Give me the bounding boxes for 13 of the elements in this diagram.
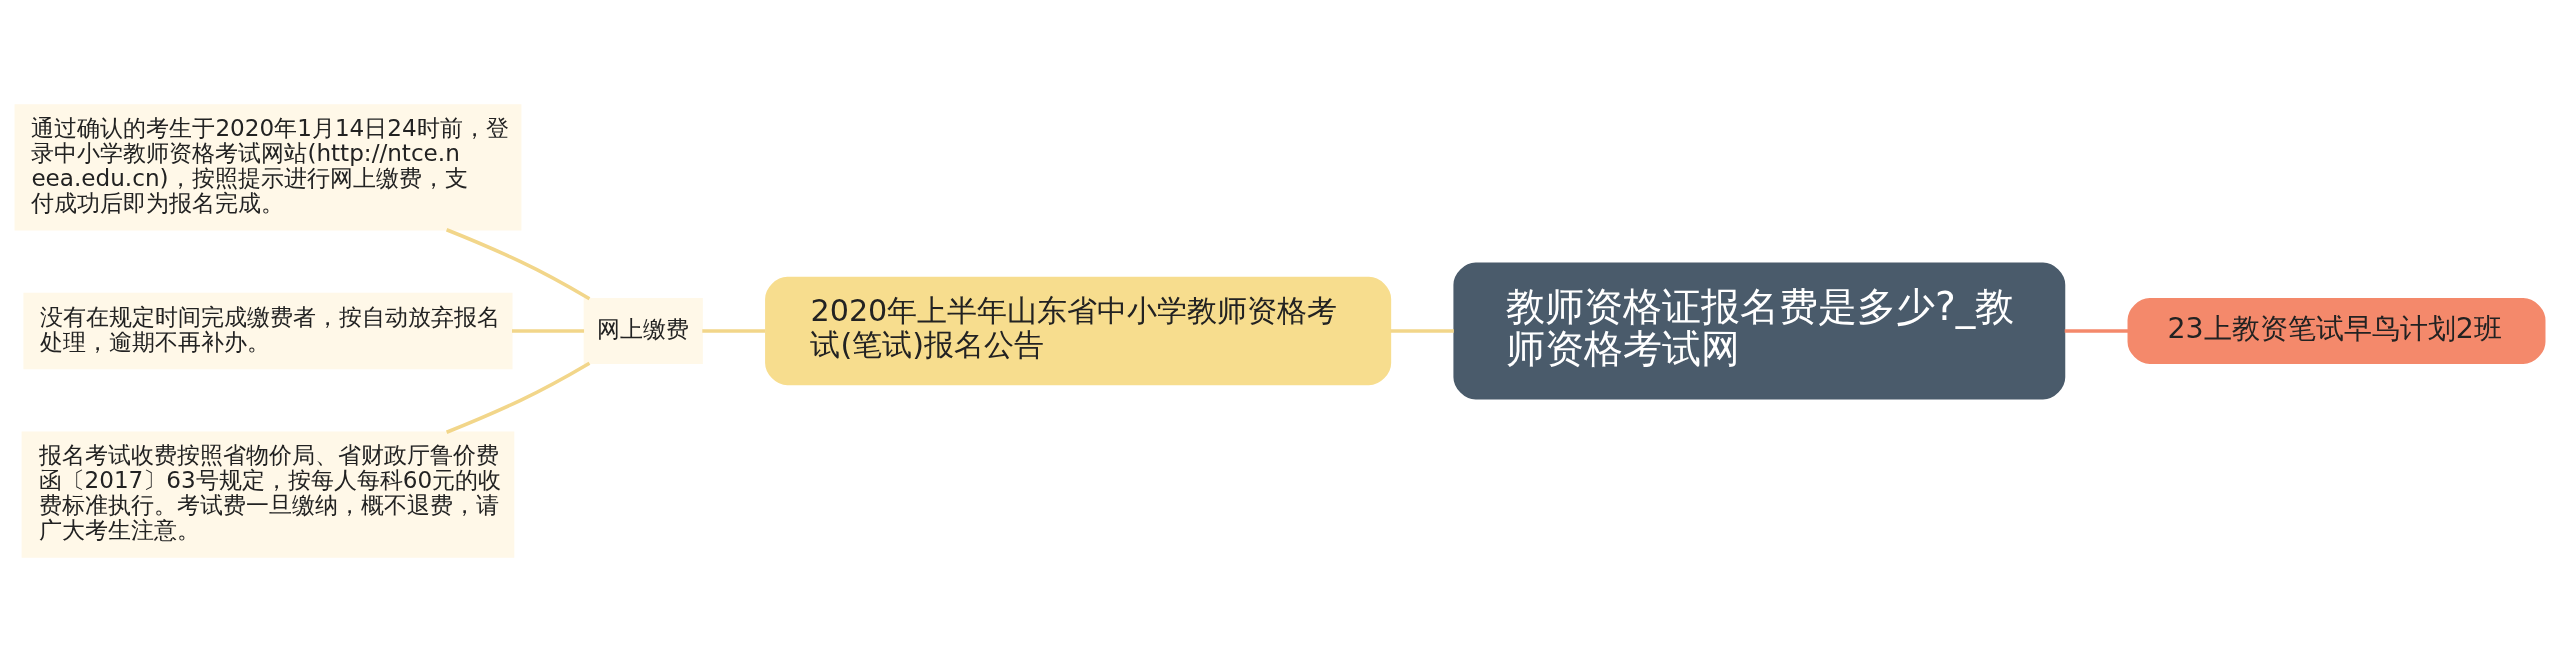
node-box: 2020年上半年山东省中小学教师资格考试(笔试)报名公告 [765, 276, 1392, 385]
node-box: 网上缴费 [583, 297, 703, 364]
connector [445, 361, 591, 434]
connector [445, 227, 591, 300]
node-box: 23上教资笔试早鸟计划2班 [2127, 297, 2546, 364]
node-box: 没有在规定时间完成缴费者，按自动放弃报名处理，逾期不再补办。 [23, 292, 513, 369]
connector [512, 328, 585, 333]
node-box: 教师资格证报名费是多少?_教师资格考试网 [1453, 262, 2066, 399]
connector [2064, 328, 2129, 333]
node-box: 报名考试收费按照省物价局、省财政厅鲁价费函〔2017〕63号规定，按每人每科60元的收费标准执行。考试费一旦缴纳，概不退费，请广大考生注意。 [21, 431, 515, 558]
node-box: 通过确认的考生于2020年1月14日24时前，登录中小学教师资格考试网站(http://ntce.neea.edu.cn)，按照提示进行网上缴费，支付成功后即为报名完成。 [14, 103, 522, 230]
connector [1390, 328, 1454, 333]
connector [702, 328, 766, 333]
